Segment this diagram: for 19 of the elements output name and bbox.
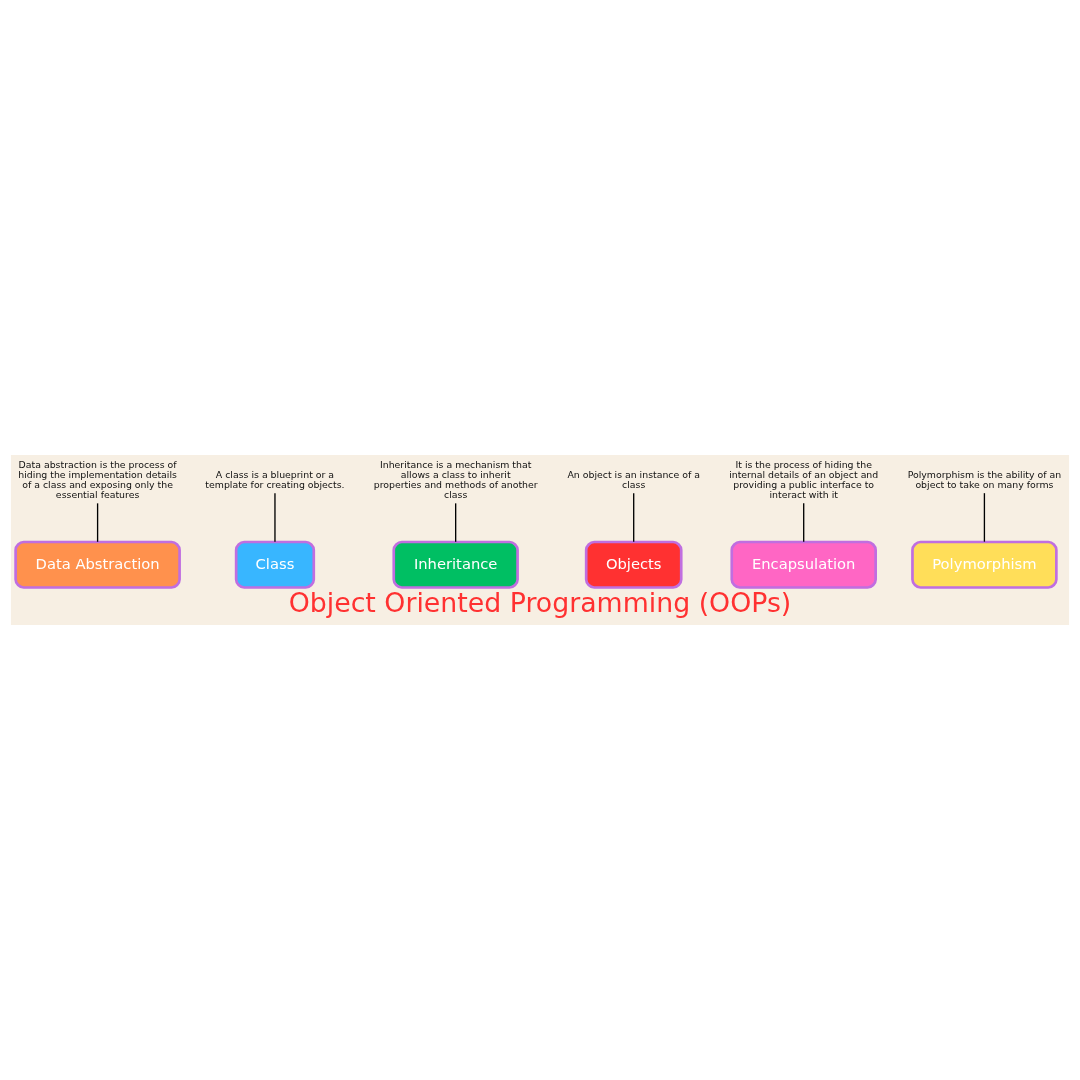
connector (96, 502, 99, 543)
node-box: Inheritance (392, 540, 519, 589)
node-box: Encapsulation (730, 540, 877, 589)
node-text: A class is a blueprint or a template for creating objects. (205, 468, 345, 490)
node-box: Class (234, 540, 316, 589)
node-box: Data Abstraction (14, 540, 181, 589)
node-text: An object is an instance of a class (567, 468, 700, 490)
connector (983, 492, 986, 543)
connector (633, 492, 635, 543)
node-text: Polymorphism is the ability of an object to take on many forms (907, 468, 1062, 490)
node-box: Polymorphism (911, 540, 1058, 589)
node-box: Objects (584, 540, 683, 589)
connector (455, 502, 457, 543)
node-text: Inheritance is a mechanism that allows a class to inherit properties and methods of another class (373, 458, 538, 500)
node-text: Data abstraction is the process of hiding the implementation details of a class and exposing only the essential features (18, 458, 177, 500)
connector (274, 492, 276, 543)
node-text: It is the process of hiding the internal details of an object and providing a public interface to interact with it (729, 458, 879, 500)
connector (803, 502, 805, 543)
diagram-title: Object Oriented Programming (OOPs) (288, 586, 792, 618)
